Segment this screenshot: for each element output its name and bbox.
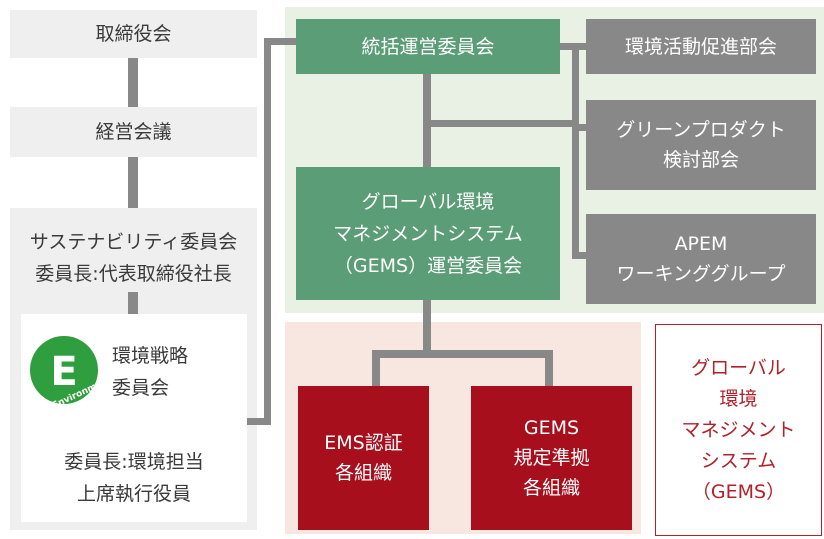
connector-env-vertical (264, 38, 271, 425)
management-meeting-box: 経営会議 (10, 107, 257, 157)
connector-unified-gems (423, 74, 431, 167)
legend-line1: グローバル (691, 356, 786, 379)
connector-to-green-product (579, 124, 586, 131)
connector-red-horizontal (372, 350, 552, 358)
sustainability-chair: 委員長:代表取締役社長 (35, 263, 232, 285)
env-strategy-line1: 環境戦略 (112, 345, 189, 367)
green-product-box: グリーンプロダクト 検討部会 (586, 100, 816, 190)
connector-right-vertical (572, 43, 579, 259)
env-strategy-chair: 委員長:環境担当 上席執行役員 (21, 446, 247, 510)
ems-certified-box: EMS認証 各組織 (298, 386, 429, 530)
sustainability-committee: サステナビリティ委員会 委員長:代表取締役社長 (10, 226, 257, 290)
env-chair-line2: 上席執行役員 (76, 483, 191, 505)
board-label: 取締役会 (95, 23, 172, 45)
connector-red-right (545, 350, 553, 386)
env-promotion-box: 環境活動促進部会 (586, 19, 816, 74)
env-strategy-title: 環境戦略 委員会 (112, 340, 188, 404)
legend-line2: 環境 (719, 387, 758, 410)
unified-committee-box: 統括運営委員会 (296, 19, 560, 74)
gems-committee-line1: グローバル環境 (361, 190, 495, 213)
connector-mgmt-sustainability (128, 157, 138, 208)
ems-line2: 各組織 (334, 462, 392, 484)
ems-line1: EMS認証 (324, 432, 403, 454)
apem-line1: APEM (674, 233, 728, 255)
gems-orgs-line1: GEMS (523, 417, 580, 439)
gems-compliant-box: GEMS 規定準拠 各組織 (471, 386, 632, 530)
connector-center-h (431, 120, 572, 127)
env-chair-line1: 委員長:環境担当 (64, 451, 204, 473)
connector-gems-down (423, 300, 431, 356)
legend-line3: マネジメント (681, 418, 796, 441)
mgmt-label: 経営会議 (95, 121, 172, 143)
env-strategy-line2: 委員会 (112, 377, 170, 399)
env-promo-label: 環境活動促進部会 (624, 35, 777, 58)
sustainability-title: サステナビリティ委員会 (29, 231, 238, 253)
green-product-line1: グリーンプロダクト (616, 119, 786, 141)
connector-red-left (372, 350, 380, 386)
connector-board-mgmt (128, 58, 138, 107)
connector-env-h-top (264, 38, 296, 45)
logo-letter: E (50, 349, 77, 395)
connector-env-h-bottom (247, 418, 271, 425)
gems-committee-box: グローバル環境 マネジメントシステム （GEMS）運営委員会 (296, 167, 560, 300)
apem-line2: ワーキンググループ (616, 263, 786, 285)
connector-to-apem (579, 252, 586, 259)
apem-box: APEM ワーキンググループ (586, 214, 816, 304)
legend-line5: （GEMS） (691, 480, 786, 503)
gems-orgs-line2: 規定準拠 (513, 447, 590, 469)
legend-line4: システム (700, 449, 777, 472)
green-product-line2: 検討部会 (662, 149, 739, 171)
gems-committee-line3: （GEMS）運営委員会 (333, 254, 523, 277)
board-of-directors-box: 取締役会 (10, 10, 257, 58)
connector-unified-right (560, 43, 572, 50)
gems-orgs-line3: 各組織 (522, 477, 580, 499)
environment-logo: E Environment (30, 336, 114, 411)
connector-sustainability-env (128, 292, 138, 315)
gems-committee-line2: マネジメントシステム (333, 222, 523, 245)
connector-to-env-promo (579, 43, 586, 50)
unified-label: 統括運営委員会 (361, 35, 495, 58)
gems-legend-box: グローバル 環境 マネジメント システム （GEMS） (655, 324, 822, 536)
